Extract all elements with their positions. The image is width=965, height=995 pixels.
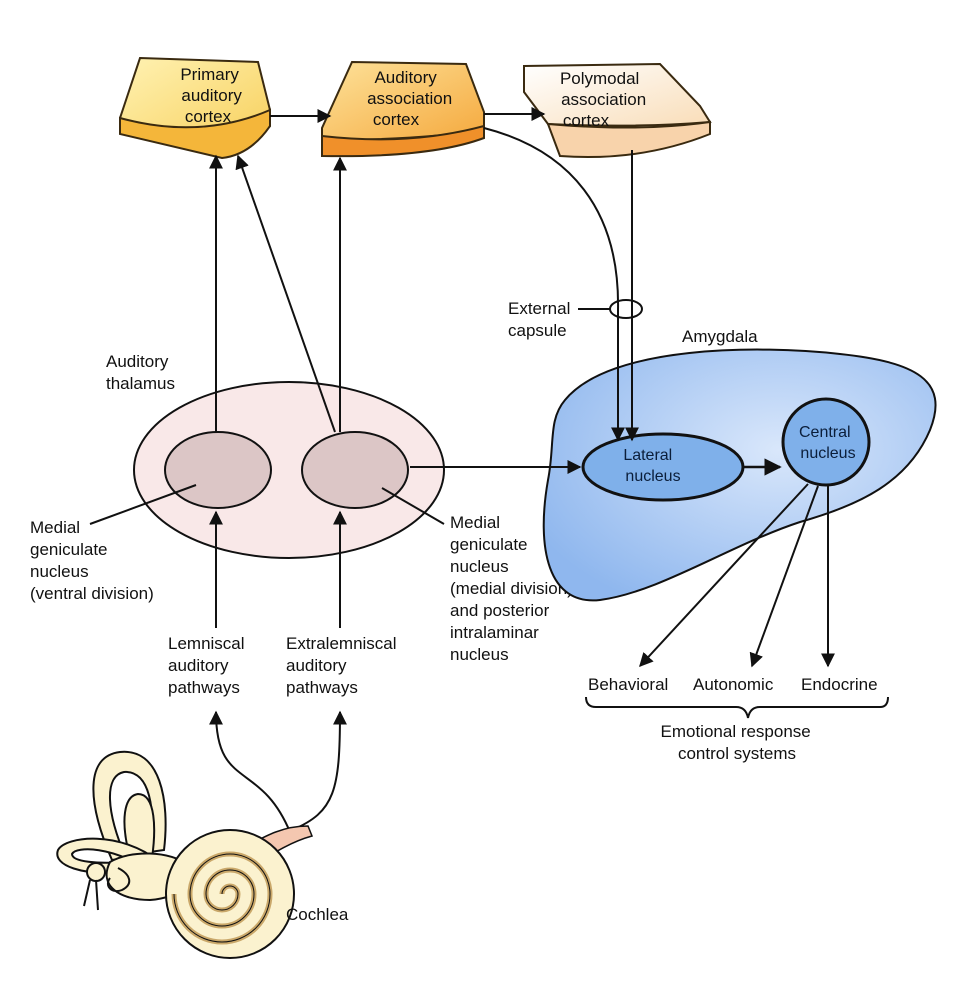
mgn-medial-pointer (381, 487, 445, 525)
arrow-association-to-lateral (483, 127, 625, 442)
central-nucleus (781, 397, 871, 487)
central-nucleus-label: Central nucleus (799, 424, 856, 462)
mgn-ventral-pointer (89, 484, 197, 525)
primary-auditory-cortex: Primary auditory cortex (119, 56, 271, 160)
polymodal-cortex-line-3: cortex (563, 111, 610, 130)
svg-text:Auditory association: Auditory association cortex (367, 68, 457, 129)
association-cortex-line-2: association (367, 89, 452, 108)
mgn-medial-division (301, 431, 409, 509)
association-cortex-line-1: Auditory (374, 68, 437, 87)
inner-ear-illustration (56, 750, 314, 959)
arrow-central-to-autonomic (749, 485, 819, 668)
arrow-central-to-behavioral (639, 483, 809, 668)
svg-text:Polymodal association: Polymodal association cortex (560, 69, 651, 130)
primary-cortex-line-3: cortex (185, 107, 232, 126)
arrow-cochlea-to-lemniscal (209, 710, 291, 833)
amygdala-title: Amygdala (682, 327, 758, 346)
arrow-cochlea-to-extralemniscal (291, 710, 347, 831)
polymodal-association-cortex: Polymodal association cortex (523, 62, 712, 159)
thalamus-title: Auditory thalamus (106, 352, 175, 393)
lateral-nucleus-label: Lateral nucleus (623, 447, 680, 485)
amygdala (542, 348, 937, 602)
primary-cortex-line-2: auditory (181, 86, 242, 105)
external-capsule-ring (609, 299, 643, 319)
mgn-medial-label: Medial geniculate nucleus (medial divisi… (450, 513, 578, 664)
auditory-thalamus (133, 381, 445, 559)
cochlea-label: Cochlea (286, 905, 349, 924)
endocrine-label: Endocrine (801, 675, 878, 694)
mgn-ventral-division (164, 431, 272, 509)
association-cortex-line-3: cortex (373, 110, 420, 129)
lateral-nucleus (581, 432, 745, 502)
outputs-bracket (585, 696, 889, 719)
emotional-response-label: Emotional response control systems (661, 722, 816, 763)
polymodal-cortex-line-1: Polymodal (560, 69, 639, 88)
mgn-ventral-label: Medial geniculate nucleus (ventral divis… (30, 518, 154, 603)
arrow-mgn-medial-to-primary (235, 154, 336, 433)
lemniscal-pathways-label: Lemniscal auditory pathways (168, 634, 249, 697)
extralemniscal-pathways-label: Extralemniscal auditory pathways (286, 634, 401, 697)
autonomic-label: Autonomic (693, 675, 774, 694)
polymodal-cortex-line-2: association (561, 90, 646, 109)
auditory-association-cortex: Auditory association cortex (321, 60, 485, 158)
external-capsule-label: External capsule (508, 299, 575, 340)
primary-cortex-line-1: Primary (180, 65, 239, 84)
svg-text:Primary auditory c: Primary auditory cortex (180, 65, 246, 126)
behavioral-label: Behavioral (588, 675, 668, 694)
